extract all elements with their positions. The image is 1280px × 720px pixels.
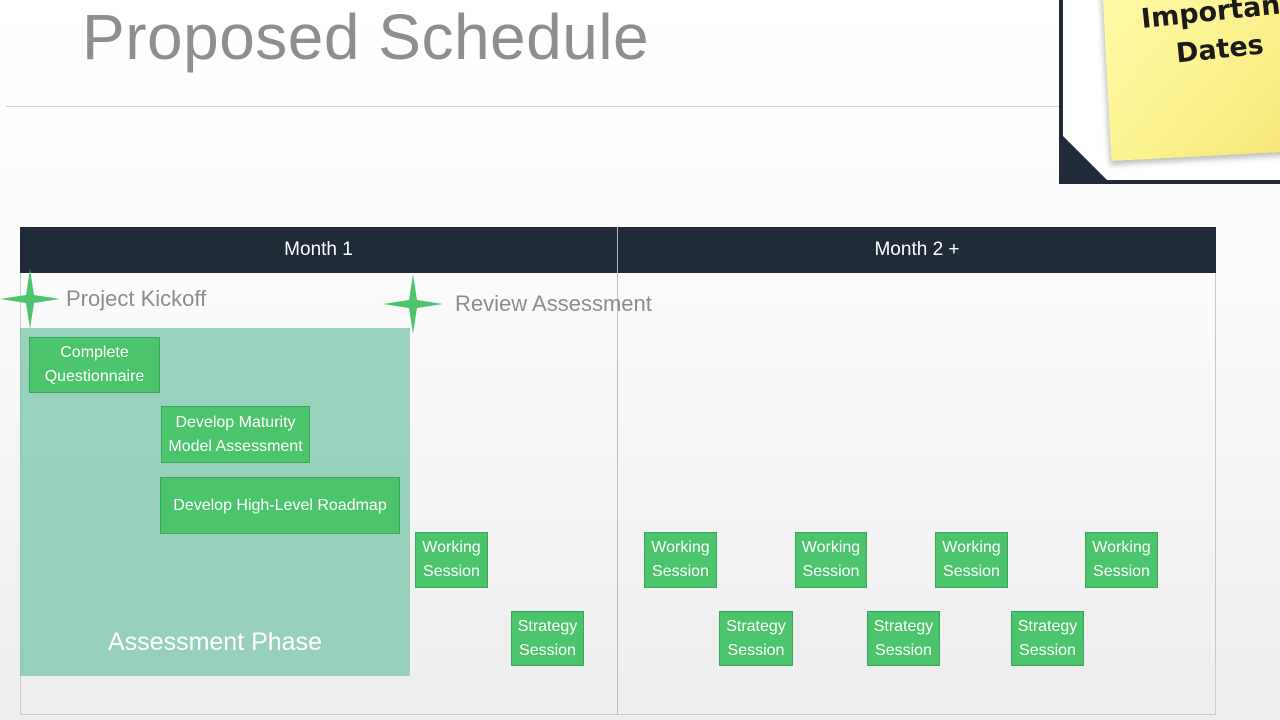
milestone-project-kickoff: Project Kickoff: [66, 286, 207, 311]
kickoff-star-icon: [0, 269, 60, 329]
strategy-session-4: Strategy Session: [1011, 611, 1084, 666]
task-develop-maturity-model: Develop Maturity Model Assessment: [161, 406, 310, 463]
sticky-note: Important Dates: [1102, 0, 1280, 161]
title-divider: [6, 106, 1060, 107]
strategy-session-2: Strategy Session: [719, 611, 793, 666]
important-dates-image: Important Dates: [1059, 0, 1280, 184]
assessment-phase-label: Assessment Phase: [108, 628, 322, 656]
working-session-4: Working Session: [935, 532, 1008, 588]
month-divider: [617, 227, 618, 715]
sticky-note-text: Important Dates: [1139, 0, 1280, 70]
review-star-icon: [383, 274, 443, 334]
month-1-header: Month 1: [20, 227, 617, 273]
working-session-3: Working Session: [795, 532, 867, 588]
working-session-2: Working Session: [644, 532, 717, 588]
task-complete-questionnaire: Complete Questionnaire: [29, 337, 160, 393]
task-develop-roadmap: Develop High-Level Roadmap: [160, 477, 400, 534]
working-session-1: Working Session: [415, 532, 488, 588]
month-2-header: Month 2 +: [618, 227, 1216, 273]
strategy-session-1: Strategy Session: [511, 611, 584, 666]
working-session-5: Working Session: [1085, 532, 1158, 588]
strategy-session-3: Strategy Session: [867, 611, 940, 666]
milestone-review-assessment: Review Assessment: [455, 291, 652, 316]
slide-title: Proposed Schedule: [82, 1, 650, 73]
